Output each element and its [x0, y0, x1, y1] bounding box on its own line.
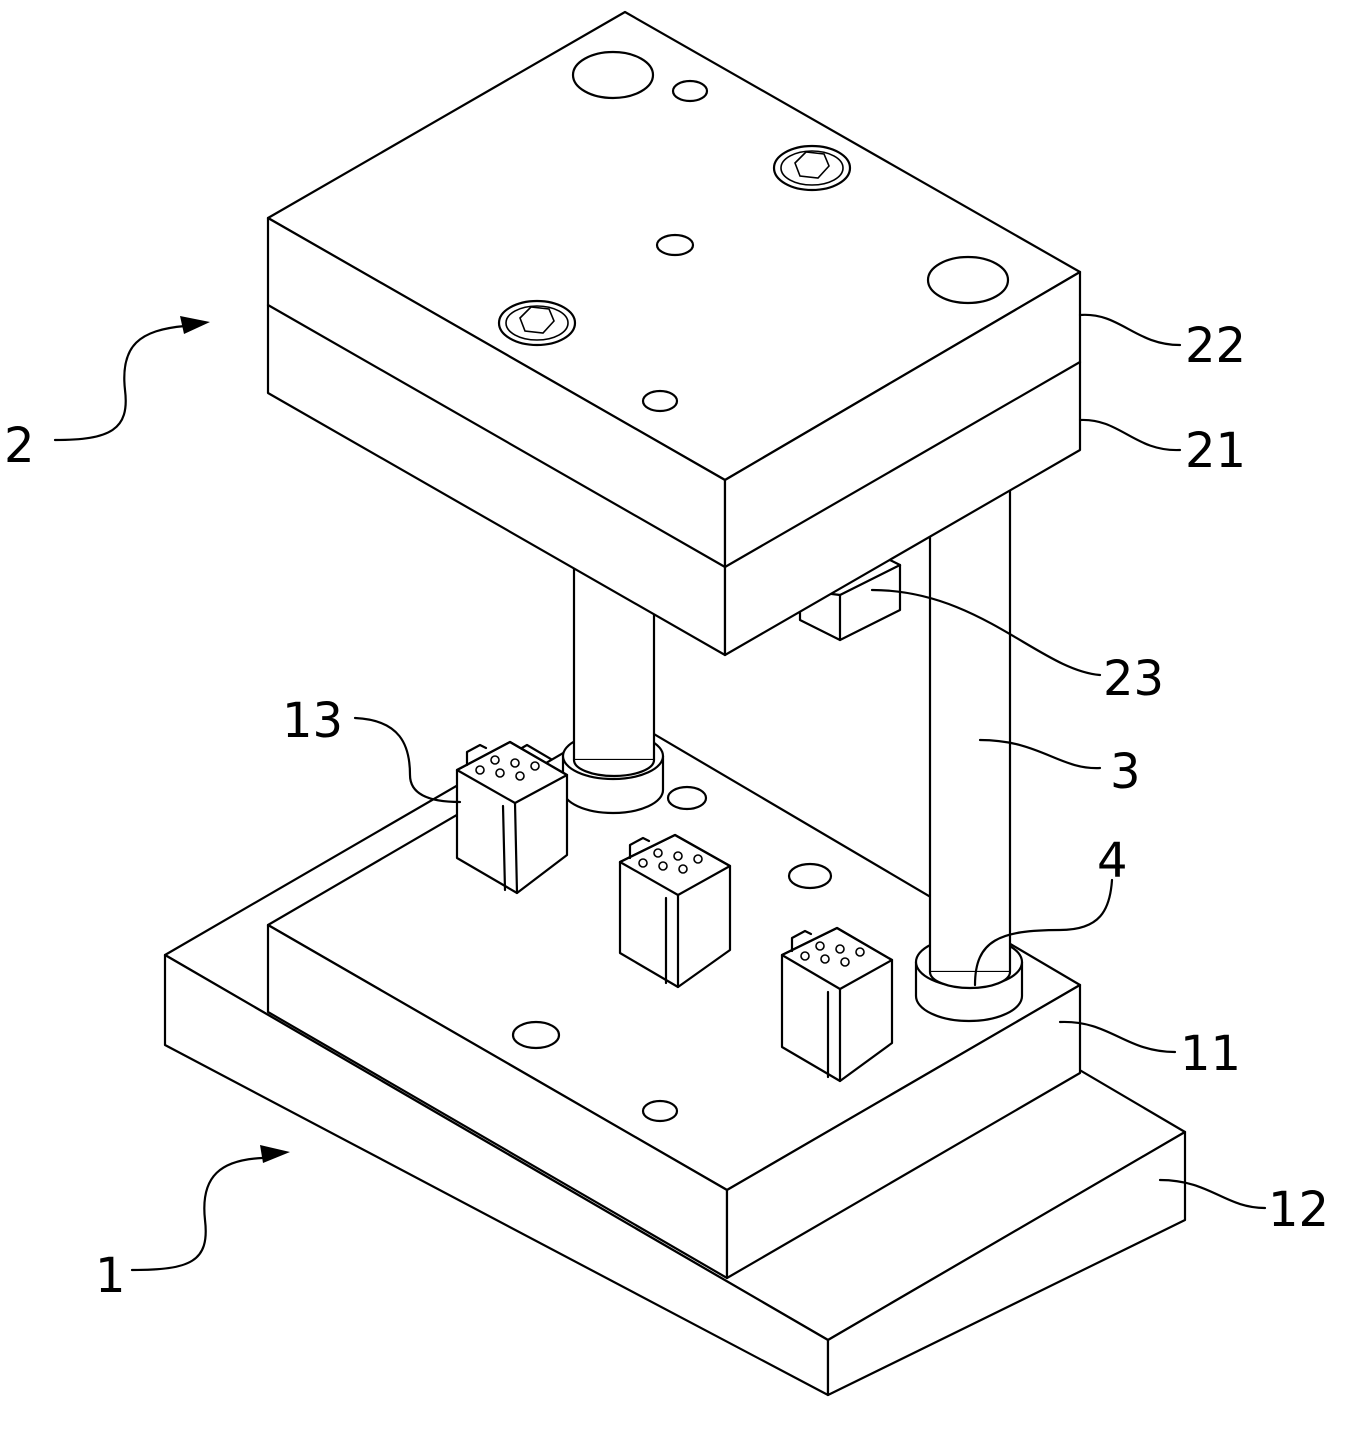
label-12: 12 [1268, 1182, 1329, 1238]
label-4: 4 [1097, 833, 1128, 889]
arrow-icon [180, 316, 210, 334]
guide-post-3 [930, 470, 1010, 988]
label-3: 3 [1110, 744, 1141, 800]
leader-13 [355, 718, 460, 802]
label-2: 2 [4, 418, 35, 474]
label-11: 11 [1180, 1026, 1241, 1082]
arrow-icon [260, 1145, 290, 1163]
leader-2 [55, 326, 185, 440]
label-13: 13 [282, 693, 343, 749]
label-23: 23 [1103, 651, 1164, 707]
label-21: 21 [1185, 423, 1246, 479]
label-1: 1 [95, 1248, 126, 1304]
leader-22 [1080, 315, 1180, 345]
leader-21 [1080, 420, 1180, 450]
leader-1 [132, 1158, 262, 1270]
label-22: 22 [1185, 318, 1246, 374]
